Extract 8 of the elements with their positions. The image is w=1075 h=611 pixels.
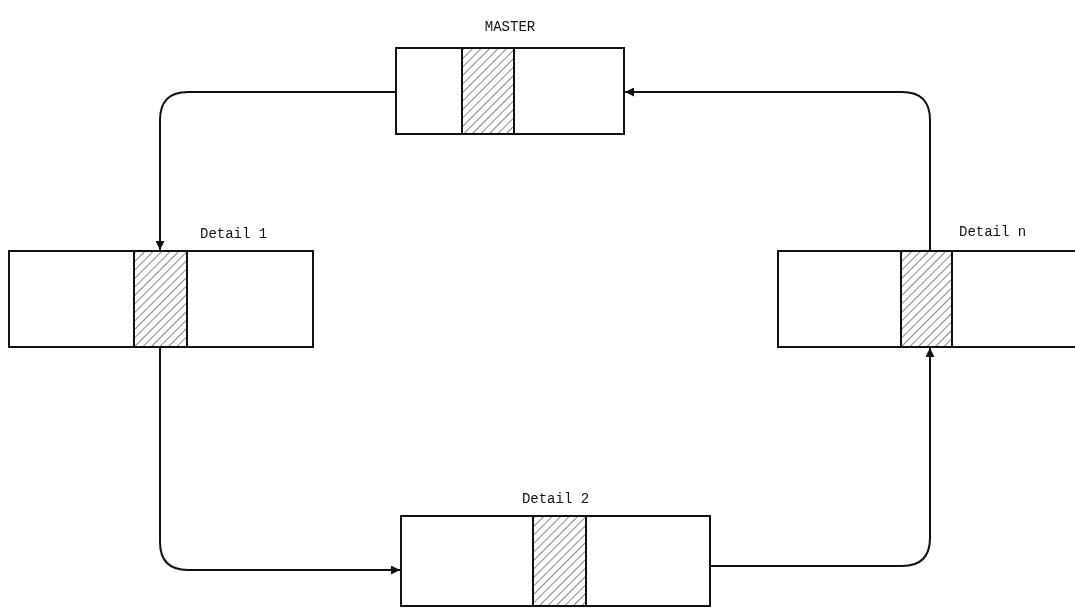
record-title: Detail 1	[200, 226, 268, 242]
record-title: Detail 2	[521, 491, 590, 507]
record-title: MASTER	[484, 19, 536, 35]
record-title: Detail n	[959, 224, 1027, 240]
arrow	[159, 347, 401, 575]
arrow	[710, 347, 935, 567]
arrow	[155, 91, 396, 251]
arrow	[624, 87, 931, 251]
